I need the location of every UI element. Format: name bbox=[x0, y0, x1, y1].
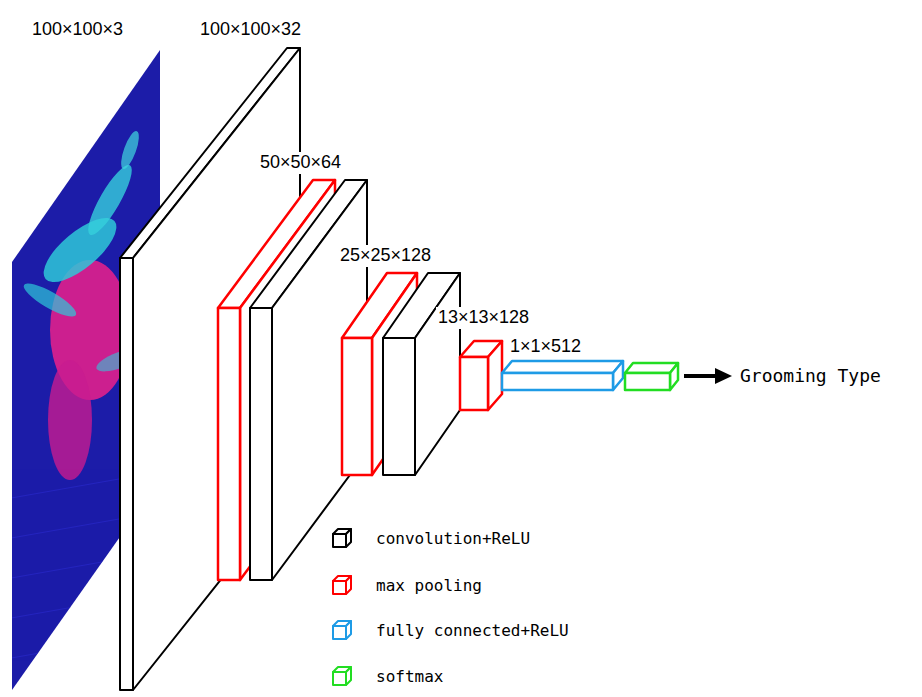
slab-front bbox=[502, 373, 613, 390]
swatch-face bbox=[333, 581, 346, 594]
slab-front bbox=[625, 373, 670, 390]
legend-row: fully connected+ReLU bbox=[330, 618, 569, 642]
legend-row: softmax bbox=[330, 664, 443, 688]
arrow-shaft bbox=[684, 374, 718, 378]
slab-front bbox=[383, 338, 415, 475]
legend-row: convolution+ReLU bbox=[330, 526, 530, 550]
softmax-layer bbox=[625, 363, 678, 390]
image-blob bbox=[34, 207, 126, 292]
slab-side bbox=[488, 341, 502, 410]
slab-side bbox=[613, 361, 623, 390]
legend-text: fully connected+ReLU bbox=[376, 621, 569, 640]
dimension-label: 13×13×128 bbox=[436, 307, 531, 329]
image-blob bbox=[48, 360, 92, 480]
image-blob bbox=[118, 129, 143, 171]
dimension-label: 25×25×128 bbox=[338, 245, 433, 267]
fc-layer bbox=[502, 361, 623, 390]
output-arrow bbox=[684, 368, 732, 384]
slab-front bbox=[218, 308, 240, 580]
legend-swatch bbox=[330, 573, 356, 597]
legend-swatch bbox=[330, 618, 356, 642]
swatch-face bbox=[333, 626, 346, 639]
output-label: Grooming Type bbox=[740, 365, 881, 387]
legend-swatch bbox=[330, 664, 356, 688]
slab-side bbox=[415, 273, 460, 475]
slab-top bbox=[502, 361, 623, 373]
dimension-label: 50×50×64 bbox=[258, 152, 343, 174]
image-blob bbox=[20, 278, 80, 322]
conv-layer-3 bbox=[383, 273, 460, 475]
dimension-label: 1×1×512 bbox=[508, 336, 583, 358]
pool-layer-2 bbox=[342, 273, 417, 475]
pool-layer-3 bbox=[460, 341, 502, 410]
slab-front bbox=[250, 308, 272, 580]
swatch-face bbox=[333, 672, 346, 685]
conv-layer-1 bbox=[120, 48, 300, 690]
dimension-label: 100×100×32 bbox=[198, 19, 303, 41]
slab-front bbox=[342, 338, 372, 475]
legend-text: softmax bbox=[376, 667, 443, 686]
legend-text: max pooling bbox=[376, 576, 482, 595]
dimension-label: 100×100×3 bbox=[30, 19, 125, 41]
legend-row: max pooling bbox=[330, 573, 482, 597]
image-blob bbox=[81, 160, 138, 239]
legend-swatch bbox=[330, 526, 356, 550]
slab-front bbox=[120, 258, 133, 690]
swatch-face bbox=[333, 534, 346, 547]
slab-front bbox=[460, 357, 488, 410]
arrow-head bbox=[715, 368, 732, 384]
legend-text: convolution+ReLU bbox=[376, 529, 530, 548]
